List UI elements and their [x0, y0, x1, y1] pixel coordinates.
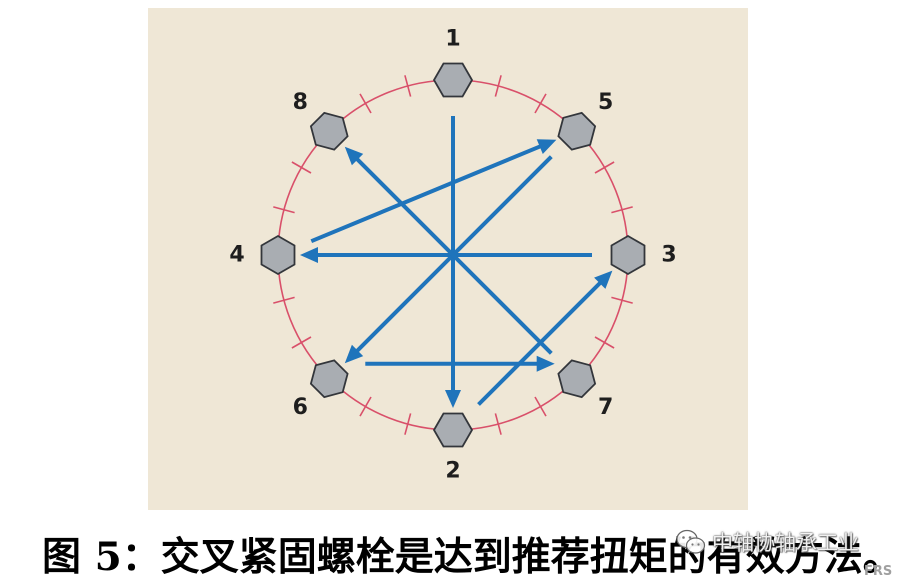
arrow-head [594, 270, 613, 289]
ring-tick [611, 206, 633, 214]
bolt-7: 7 [557, 359, 613, 420]
arrow-head [445, 390, 461, 408]
bolt-8: 8 [293, 90, 349, 151]
hex-bolt-icon [432, 412, 474, 448]
bolt-label: 7 [598, 395, 613, 420]
hex-bolt-icon [557, 359, 597, 399]
arrow-4-to-5 [310, 139, 557, 244]
arrow-head [536, 355, 555, 372]
bolt-label: 8 [293, 90, 308, 115]
ring-tick [534, 396, 547, 417]
bolt-label: 6 [293, 395, 308, 420]
ring-tick [494, 413, 502, 435]
ring-tick [494, 75, 502, 97]
bolt-label: 2 [445, 459, 460, 484]
ring-tick [291, 161, 312, 174]
bolt-5: 5 [557, 90, 613, 151]
ring-tick [359, 396, 372, 417]
tightening-arrows [300, 116, 613, 408]
ring-tick [611, 296, 633, 304]
ring-tick [404, 75, 412, 97]
hex-bolt-icon [309, 111, 349, 151]
ring-tick [594, 336, 615, 349]
bolt-label: 4 [229, 243, 244, 268]
arrow-head [344, 146, 364, 166]
hex-bolt-icon [557, 111, 597, 151]
bolt-4: 4 [229, 234, 296, 276]
ring-tick [359, 93, 372, 114]
watermark: 中轴协轴承工业 [676, 528, 859, 556]
bolt-6: 6 [293, 359, 349, 420]
bolt-label: 1 [445, 27, 460, 52]
arrow-head [344, 344, 364, 364]
wechat-icon [676, 529, 706, 554]
ring-tick [594, 161, 615, 174]
ring-tick [534, 93, 547, 114]
bolt-3: 3 [610, 234, 677, 276]
arrow-6-to-7 [365, 355, 555, 372]
arrow-7-to-8 [344, 146, 553, 355]
figure-caption: 图 5：交叉紧固螺栓是达到推荐扭矩的有效方法。 [42, 534, 892, 580]
ring-ticks [273, 75, 633, 435]
hex-bolt-icon [432, 62, 474, 98]
arrow-shaft [354, 156, 553, 355]
ring-tick [404, 413, 412, 435]
corner-mark: FRS [864, 564, 893, 579]
hex-bolt-icon [260, 234, 296, 276]
hex-bolt-icon [309, 359, 349, 399]
bolt-1: 1 [432, 27, 474, 98]
hex-bolt-icon [610, 234, 646, 276]
arrow-head [536, 139, 557, 154]
watermark-text: 中轴协轴承工业 [712, 531, 859, 555]
ring-tick [273, 296, 295, 304]
arrow-head [300, 247, 318, 263]
ring-tick [273, 206, 295, 214]
bolt-label: 3 [661, 243, 676, 268]
arrow-shaft [310, 143, 543, 244]
ring-tick [291, 336, 312, 349]
bolt-label: 5 [598, 90, 613, 115]
bolt-2: 2 [432, 412, 474, 484]
